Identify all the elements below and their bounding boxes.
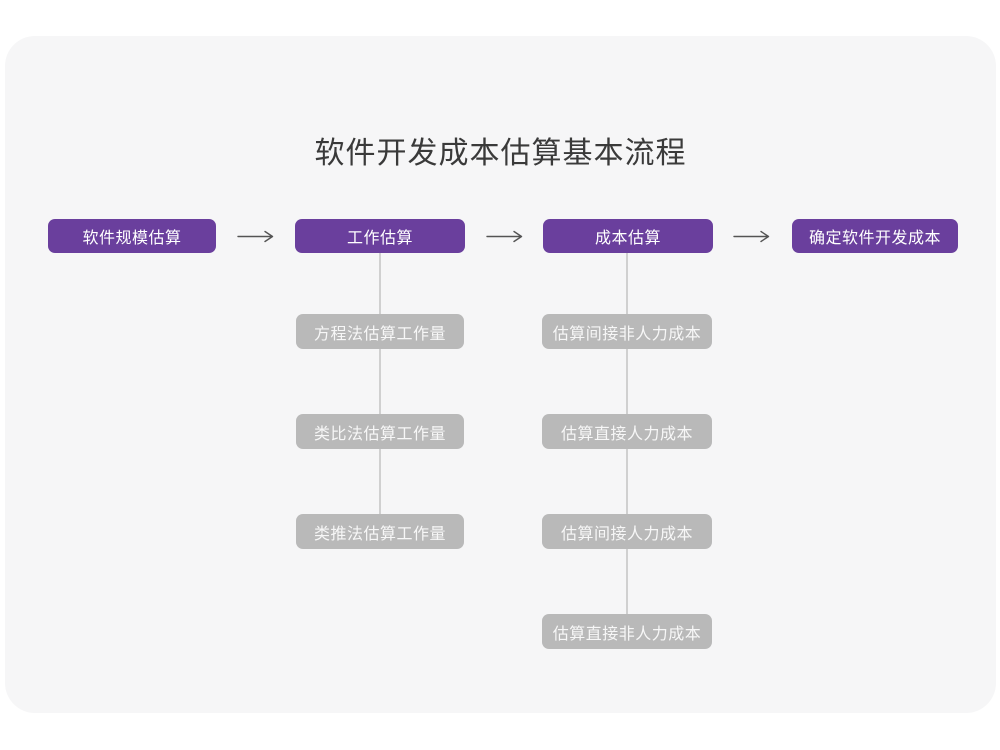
node-work-estimation[interactable]: 工作估算 bbox=[295, 219, 465, 253]
node-equation-method[interactable]: 方程法估算工作量 bbox=[296, 314, 464, 349]
node-direct-labor-cost[interactable]: 估算直接人力成本 bbox=[542, 414, 712, 449]
node-analogy-method[interactable]: 类比法估算工作量 bbox=[296, 414, 464, 449]
connector-line-work-estimation bbox=[379, 253, 381, 532]
arrow-right-icon bbox=[733, 230, 770, 243]
node-cost-estimation[interactable]: 成本估算 bbox=[543, 219, 713, 253]
node-determine-software-dev-cost[interactable]: 确定软件开发成本 bbox=[792, 219, 958, 253]
arrow-right-icon bbox=[237, 230, 274, 243]
flowchart-canvas: 软件开发成本估算基本流程 软件规模估算 工作估算 成本估算 确定软件开发成本 方… bbox=[5, 36, 996, 713]
node-software-scale-estimation[interactable]: 软件规模估算 bbox=[48, 219, 216, 253]
node-indirect-non-labor-cost[interactable]: 估算间接非人力成本 bbox=[542, 314, 712, 349]
node-indirect-labor-cost[interactable]: 估算间接人力成本 bbox=[542, 514, 712, 549]
arrow-right-icon bbox=[486, 230, 523, 243]
node-extrapolation-method[interactable]: 类推法估算工作量 bbox=[296, 514, 464, 549]
node-direct-non-labor-cost[interactable]: 估算直接非人力成本 bbox=[542, 614, 712, 649]
diagram-title: 软件开发成本估算基本流程 bbox=[314, 137, 687, 170]
